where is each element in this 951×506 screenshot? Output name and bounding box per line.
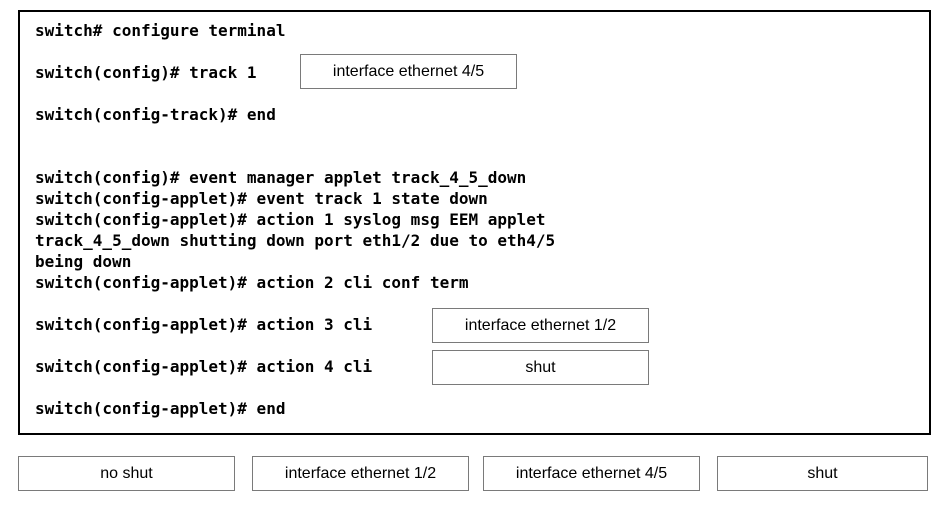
cli-line: switch# configure terminal: [35, 21, 286, 40]
cli-line: switch(config-applet)# action 2 cli conf…: [35, 273, 469, 292]
cli-line: being down: [35, 252, 132, 271]
cli-line: switch(config-applet)# action 4 cli: [35, 357, 373, 376]
drop-target-action-4[interactable]: shut: [432, 350, 649, 385]
choice-shut[interactable]: shut: [717, 456, 928, 491]
cli-line: switch(config-track)# end: [35, 105, 276, 124]
choice-interface-ethernet-1-2[interactable]: interface ethernet 1/2: [252, 456, 469, 491]
cli-line: switch(config-applet)# action 1 syslog m…: [35, 210, 546, 229]
cli-line: switch(config)# track 1: [35, 63, 257, 82]
cli-line: track_4_5_down shutting down port eth1/2…: [35, 231, 556, 250]
cli-line: switch(config-applet)# event track 1 sta…: [35, 189, 488, 208]
drop-target-action-3[interactable]: interface ethernet 1/2: [432, 308, 649, 343]
cli-line: switch(config-applet)# end: [35, 399, 286, 418]
cli-line: switch(config)# event manager applet tra…: [35, 168, 527, 187]
choice-no-shut[interactable]: no shut: [18, 456, 235, 491]
cli-config-panel: switch# configure terminal switch(config…: [18, 10, 931, 435]
cli-line: switch(config-applet)# action 3 cli: [35, 315, 373, 334]
drop-target-track[interactable]: interface ethernet 4/5: [300, 54, 517, 89]
choice-interface-ethernet-4-5[interactable]: interface ethernet 4/5: [483, 456, 700, 491]
